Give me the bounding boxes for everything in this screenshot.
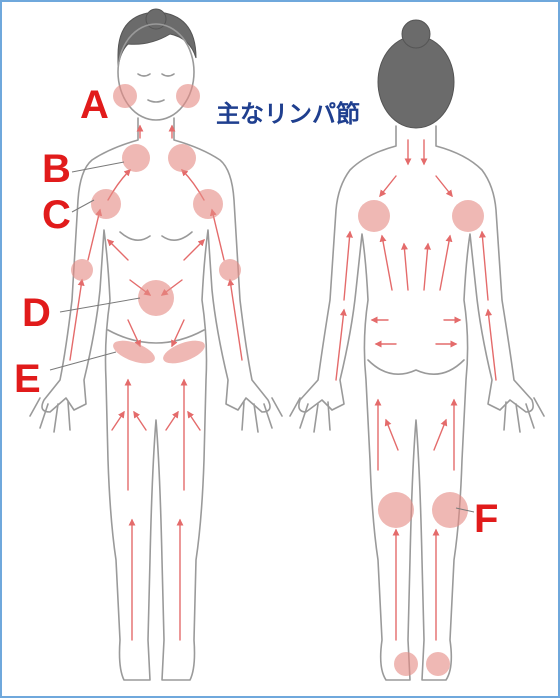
leader-c (72, 200, 94, 212)
node-ankle-left (426, 652, 450, 676)
back-hair-bun (402, 20, 430, 48)
front-hair-bun (146, 9, 166, 29)
front-right-hand (30, 398, 70, 432)
node-back-axillary-right (358, 200, 390, 232)
leader-b (72, 162, 124, 172)
label-b: B (42, 147, 71, 191)
node-back-axillary-left (452, 200, 484, 232)
back-buttocks-line (368, 360, 464, 374)
label-d: D (22, 291, 51, 335)
back-body-outline (299, 126, 533, 680)
label-e: E (14, 357, 41, 401)
label-c: C (42, 193, 71, 237)
front-left-hand (242, 398, 282, 432)
node-supraclavicular-right (122, 144, 150, 172)
back-hair (378, 36, 454, 128)
diagram-title: 主なリンパ節 (216, 100, 360, 128)
node-elbow-right (71, 259, 93, 281)
node-cervical-left (176, 84, 200, 108)
node-popliteal-left (432, 492, 468, 528)
node-supraclavicular-left (168, 144, 196, 172)
node-abdominal (138, 280, 174, 316)
node-cervical-right (113, 84, 137, 108)
front-body-outline (42, 118, 270, 680)
front-face (138, 74, 174, 102)
node-inguinal-left (160, 336, 208, 368)
node-elbow-left (219, 259, 241, 281)
node-axillary-right (91, 189, 121, 219)
label-f: F (474, 497, 498, 541)
front-chest-lines (120, 232, 192, 240)
node-ankle-right (394, 652, 418, 676)
node-popliteal-right (378, 492, 414, 528)
label-a: A (80, 83, 109, 127)
back-left-hand (504, 398, 544, 432)
node-axillary-left (193, 189, 223, 219)
